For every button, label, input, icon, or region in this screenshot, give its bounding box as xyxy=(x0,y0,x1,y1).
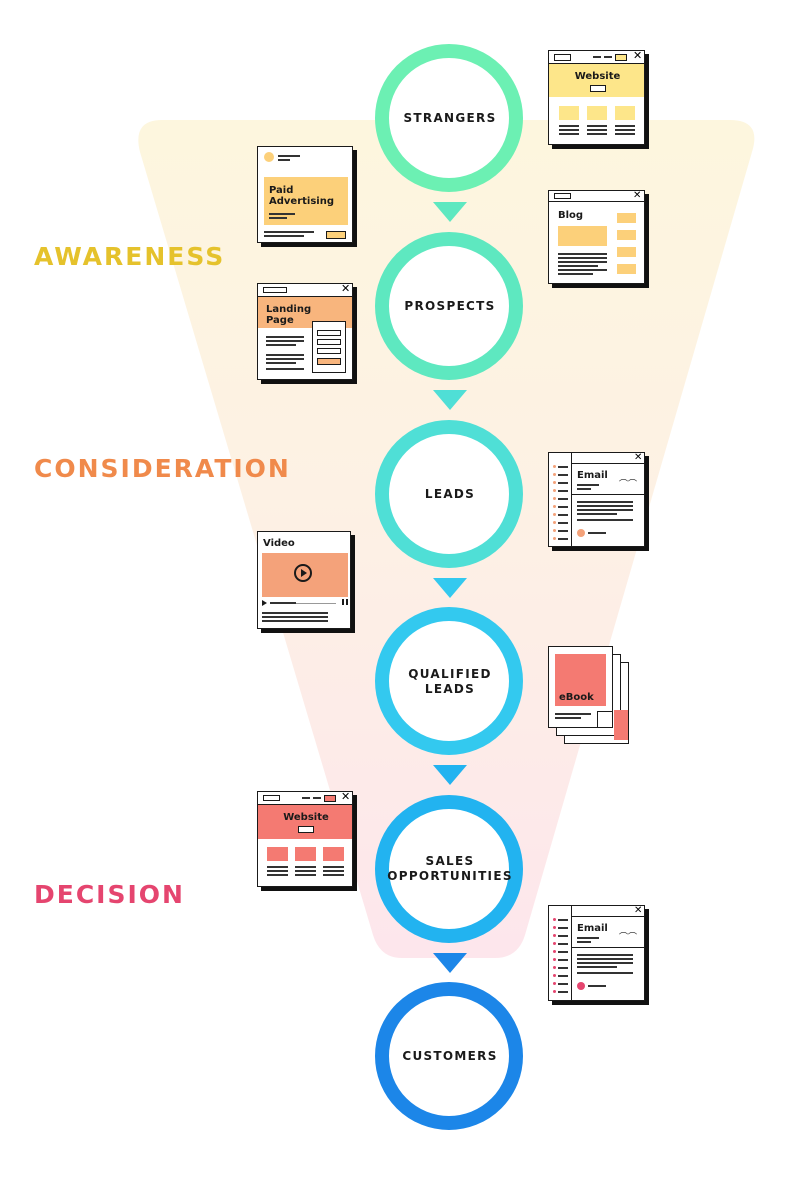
video-card: Video xyxy=(257,531,355,633)
close-icon: ✕ xyxy=(634,905,643,916)
email-card-bottom: ✕ Email ⌒⌒ xyxy=(548,905,649,1005)
down-arrow-icon xyxy=(433,390,467,410)
card-title-website-top: Website xyxy=(574,71,621,82)
stage-label-decision: DECISION xyxy=(34,880,185,909)
funnel-ring xyxy=(375,44,523,192)
down-arrow-icon xyxy=(433,953,467,973)
landing-page-card: ✕ Landing Page xyxy=(257,283,357,384)
close-icon: ✕ xyxy=(633,50,643,62)
down-arrow-icon xyxy=(433,202,467,222)
stage-label-consideration: CONSIDERATION xyxy=(34,454,291,483)
funnel-ring xyxy=(375,795,523,943)
website-card-bottom: ✕ Website xyxy=(257,791,357,891)
blog-card: ✕ Blog xyxy=(548,190,649,288)
circle-label-leads: LEADS xyxy=(424,487,476,501)
card-title-video: Video xyxy=(263,538,295,549)
circle-label-customers: CUSTOMERS xyxy=(402,1049,498,1063)
website-card-top: ✕ Website xyxy=(548,50,649,149)
card-title-paid-advertising: Paid Advertising xyxy=(269,185,334,207)
funnel-rings xyxy=(375,44,523,1130)
close-icon: ✕ xyxy=(341,791,351,803)
funnel-ring xyxy=(375,982,523,1130)
down-arrow-icon xyxy=(433,578,467,598)
close-icon: ✕ xyxy=(341,283,351,295)
circle-label-strangers: STRANGERS xyxy=(403,111,497,125)
circle-label-sales-opportunities: SALES OPPORTUNITIES xyxy=(387,854,513,883)
circle-label-prospects: PROSPECTS xyxy=(404,299,496,313)
card-title-ebook: eBook xyxy=(559,692,594,703)
card-title-blog: Blog xyxy=(558,210,584,221)
circle-label-qualified-leads: QUALIFIED LEADS xyxy=(408,667,492,696)
stage-label-awareness: AWARENESS xyxy=(34,242,226,271)
card-title-email-bottom: Email xyxy=(577,923,608,934)
ebook-card: eBook xyxy=(548,646,633,748)
email-card-middle: ✕ Email ⌒⌒ xyxy=(548,452,649,551)
paid-advertising-card: Paid Advertising xyxy=(257,146,357,247)
close-icon: ✕ xyxy=(634,452,643,463)
funnel-ring xyxy=(375,420,523,568)
card-title-email-middle: Email xyxy=(577,470,608,481)
down-arrow-icon xyxy=(433,765,467,785)
funnel-arrows xyxy=(433,202,467,973)
play-icon xyxy=(294,564,312,582)
card-title-website-bottom: Website xyxy=(283,812,329,823)
card-title-landing-page: Landing Page xyxy=(266,304,312,326)
funnel-ring xyxy=(375,232,523,380)
funnel-ring xyxy=(375,607,523,755)
close-icon: ✕ xyxy=(633,190,642,201)
